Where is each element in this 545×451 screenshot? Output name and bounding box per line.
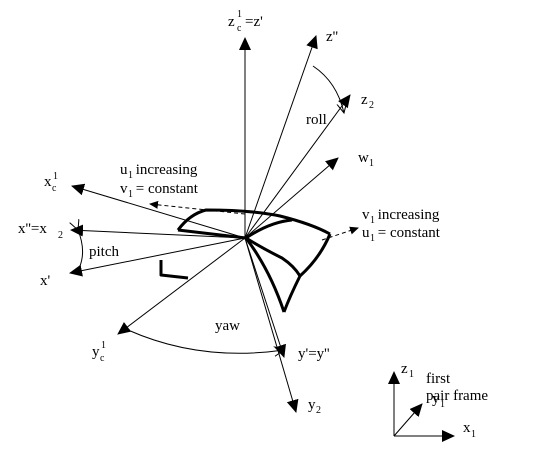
svg-text:x: x (44, 174, 52, 190)
svg-text:= constant: = constant (374, 225, 441, 241)
x-prime-axis (69, 237, 246, 277)
label-x-double-prime-eq-x2: x''=x 2 (18, 221, 63, 241)
svg-text:y: y (432, 391, 440, 407)
svg-text:1: 1 (370, 215, 375, 226)
svg-text:1: 1 (237, 9, 242, 20)
label-z2: z 2 (361, 92, 374, 111)
label-y2: y 2 (308, 397, 321, 416)
surface-patch (159, 208, 332, 313)
label-u1-increasing: u 1 increasing v 1 = constant (120, 162, 199, 200)
svg-text:1: 1 (370, 233, 375, 244)
u1-increasing-arrow (149, 200, 246, 215)
svg-text:v: v (120, 181, 128, 197)
v1-increasing-arrow (321, 226, 359, 241)
svg-text:1: 1 (128, 189, 133, 200)
z-double-prime-axis (244, 35, 318, 239)
svg-text:1: 1 (471, 429, 476, 440)
roll-arc (312, 65, 344, 113)
svg-text:y: y (92, 344, 100, 360)
label-yc1: y c 1 (92, 340, 106, 364)
svg-text:v: v (362, 207, 370, 223)
svg-text:2: 2 (58, 230, 63, 241)
yc1-axis (117, 237, 246, 335)
label-z-double-prime: z'' (326, 29, 338, 45)
label-v1-increasing: v 1 increasing u 1 = constant (362, 207, 441, 244)
svg-text:=z': =z' (245, 14, 263, 30)
svg-text:u: u (120, 162, 128, 178)
svg-text:z: z (361, 92, 368, 108)
label-roll: roll (306, 112, 327, 128)
label-y-prime-eq-y-double-prime: y'=y'' (298, 346, 330, 362)
pitch-arc (78, 230, 84, 267)
svg-text:z: z (401, 361, 408, 377)
svg-text:w: w (358, 150, 369, 166)
svg-text:increasing: increasing (374, 207, 440, 223)
svg-text:1: 1 (101, 340, 106, 351)
svg-text:c: c (52, 183, 57, 194)
svg-text:1: 1 (53, 171, 58, 182)
label-zc1: z c 1 =z' (228, 9, 263, 34)
svg-text:u: u (362, 225, 370, 241)
svg-text:increasing: increasing (132, 162, 198, 178)
svg-text:x''=x: x''=x (18, 221, 47, 237)
w1-axis (244, 157, 339, 239)
svg-text:1: 1 (409, 369, 414, 380)
yaw-arc (127, 329, 284, 353)
svg-text:1: 1 (369, 158, 374, 169)
svg-text:pair frame: pair frame (426, 388, 488, 404)
svg-text:2: 2 (369, 100, 374, 111)
x-double-prime-axis (70, 224, 246, 239)
svg-text:x: x (463, 420, 471, 436)
svg-text:c: c (237, 23, 242, 34)
svg-text:1: 1 (128, 170, 133, 181)
label-yaw: yaw (215, 318, 240, 334)
y-prime-axis (244, 237, 286, 358)
svg-text:= constant: = constant (132, 181, 199, 197)
label-pitch: pitch (89, 244, 119, 260)
svg-text:2: 2 (316, 405, 321, 416)
frame-y1-axis (393, 403, 423, 437)
svg-text:first: first (426, 371, 451, 387)
svg-text:z: z (228, 14, 235, 30)
z2-axis (244, 94, 351, 239)
xc1-axis (71, 183, 246, 239)
label-w1: w 1 (358, 150, 374, 169)
first-pair-frame: z 1 y 1 x 1 first pair frame (388, 361, 488, 442)
y2-axis (244, 237, 299, 413)
label-x-prime: x' (40, 273, 51, 289)
svg-text:1: 1 (440, 399, 445, 410)
label-xc1: x c 1 (44, 171, 58, 194)
svg-text:c: c (100, 353, 105, 364)
svg-text:y: y (308, 397, 316, 413)
